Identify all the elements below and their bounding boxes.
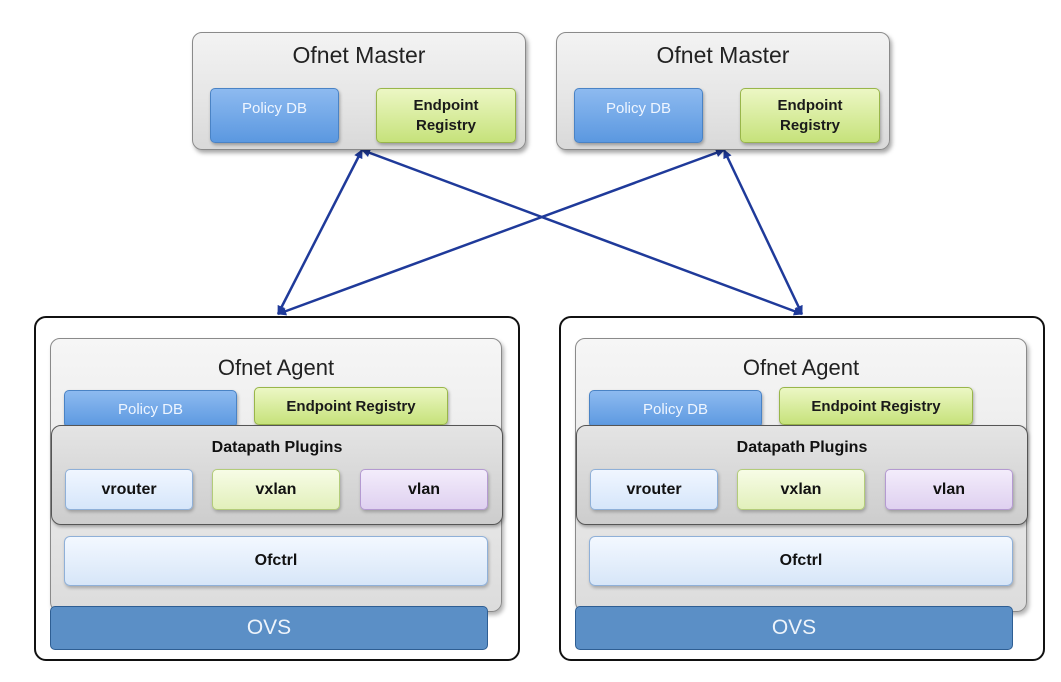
ofctrl: Ofctrl [589, 536, 1013, 586]
registry-label-line2: Registry [415, 116, 477, 134]
ofnet-agent: Ofnet Agent Policy DB Endpoint Registry … [50, 338, 503, 612]
plugin-vxlan: vxlan [737, 469, 865, 510]
agent-endpoint-registry: Endpoint Registry [779, 387, 973, 425]
agent-title: Ofnet Agent [742, 355, 860, 380]
registry-label-line1: Endpoint [777, 96, 843, 114]
plugin-label: vlan [407, 480, 440, 498]
ofnet-master-1: Ofnet Master Policy DB Endpoint Registry [192, 32, 526, 150]
plugin-label: vxlan [780, 480, 822, 498]
plugin-label: vrouter [101, 480, 157, 498]
plugin-label: vrouter [626, 480, 682, 498]
plugin-vrouter: vrouter [590, 469, 718, 510]
registry-label: Endpoint Registry [286, 397, 416, 415]
ofctrl: Ofctrl [64, 536, 488, 586]
master-title: Ofnet Master [292, 42, 426, 68]
master-endpoint-registry: Endpoint Registry [376, 88, 516, 143]
policy-db-label: Policy DB [117, 400, 184, 418]
ofnet-master-2: Ofnet Master Policy DB Endpoint Registry [556, 32, 890, 150]
registry-label-line2: Registry [779, 116, 841, 134]
link-master1-agent1 [276, 149, 364, 315]
host-1: Ofnet Agent Policy DB Endpoint Registry … [34, 316, 520, 661]
plugins-title: Datapath Plugins [211, 439, 343, 456]
master-endpoint-registry: Endpoint Registry [740, 88, 880, 143]
ofnet-agent: Ofnet Agent Policy DB Endpoint Registry … [575, 338, 1028, 612]
master-title: Ofnet Master [656, 42, 790, 68]
datapath-plugins: Datapath Plugins vrouter vxlan vlan [576, 425, 1028, 525]
ovs-label: OVS [771, 616, 817, 639]
agent-endpoint-registry: Endpoint Registry [254, 387, 448, 425]
policy-db-label: Policy DB [605, 100, 672, 117]
ovs-label: OVS [246, 616, 292, 639]
ofctrl-label: Ofctrl [779, 552, 823, 569]
link-master2-agent1 [277, 148, 725, 316]
plugin-vlan: vlan [360, 469, 488, 510]
agent-policy-db: Policy DB [64, 390, 237, 428]
ovs: OVS [575, 606, 1013, 650]
ovs: OVS [50, 606, 488, 650]
plugin-label: vxlan [255, 480, 297, 498]
plugins-title: Datapath Plugins [736, 439, 868, 456]
ofctrl-label: Ofctrl [254, 552, 298, 569]
plugin-vlan: vlan [885, 469, 1013, 510]
plugin-vxlan: vxlan [212, 469, 340, 510]
agent-title: Ofnet Agent [217, 355, 335, 380]
link-master2-agent2 [722, 149, 804, 315]
registry-label-line1: Endpoint [413, 96, 479, 114]
plugin-vrouter: vrouter [65, 469, 193, 510]
master-policy-db: Policy DB [574, 88, 703, 143]
registry-label: Endpoint Registry [811, 397, 941, 415]
plugin-label: vlan [932, 480, 965, 498]
policy-db-label: Policy DB [241, 100, 308, 117]
agent-policy-db: Policy DB [589, 390, 762, 428]
master-policy-db: Policy DB [210, 88, 339, 143]
host-2: Ofnet Agent Policy DB Endpoint Registry … [559, 316, 1045, 661]
policy-db-label: Policy DB [642, 400, 709, 418]
datapath-plugins: Datapath Plugins vrouter vxlan vlan [51, 425, 503, 525]
